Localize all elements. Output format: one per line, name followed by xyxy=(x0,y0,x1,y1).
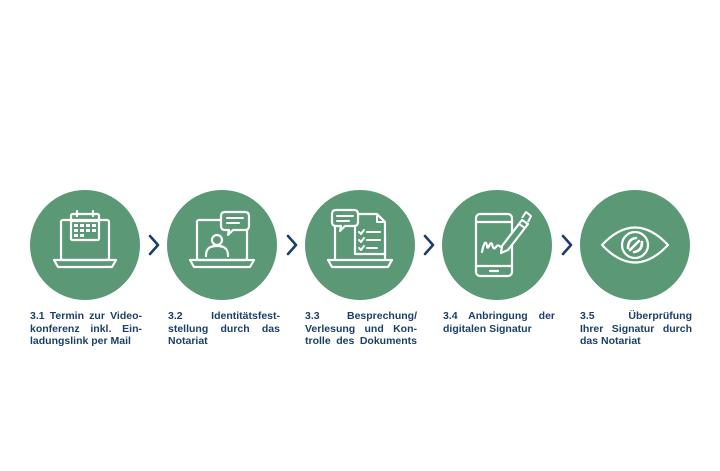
step-1-label-line: konferenz inkl. Ein- xyxy=(30,322,142,335)
step-3-label-line: Verlesung und Kon- xyxy=(305,322,417,335)
step-2-label-line: stellung durch das xyxy=(168,322,280,335)
step-3-label-line: 3.3 Besprechung/ xyxy=(305,310,417,322)
step-5-label-line: das Notariat xyxy=(580,335,641,347)
step-2-label: 3.2 Identitätsfest- stellung durch das N… xyxy=(168,310,280,348)
chevron-right-icon xyxy=(286,234,298,256)
step-3-circle xyxy=(305,190,415,300)
chevron-right-icon xyxy=(148,234,160,256)
step-3-label: 3.3 Besprechung/ Verlesung und Kon- trol… xyxy=(305,310,417,348)
chevron-right-icon xyxy=(423,234,435,256)
step-4-label-line: digitalen Signatur xyxy=(443,322,532,335)
step-1-label-line: ladungslink per Mail xyxy=(30,335,131,347)
step-5-label-line: Ihrer Signatur durch xyxy=(580,322,692,335)
step-5-circle xyxy=(580,190,690,300)
step-2-label-line: 3.2 Identitätsfest- xyxy=(168,310,280,322)
smartphone-signature-icon xyxy=(474,211,532,278)
step-4-label: 3.4 Anbringung der digitalen Signatur xyxy=(443,310,555,335)
step-5-label-line: 3.5 Überprüfung xyxy=(580,310,692,322)
chevron-right-icon xyxy=(561,234,573,256)
step-1-label: 3.1 Termin zur Video- konferenz inkl. Ei… xyxy=(30,310,142,348)
step-1-label-line: 3.1 Termin zur Video- xyxy=(30,310,142,322)
step-4-circle xyxy=(442,190,552,300)
document-review-laptop-icon xyxy=(326,208,394,269)
calendar-laptop-icon xyxy=(52,209,118,269)
step-2-circle xyxy=(167,190,277,300)
step-5-label: 3.5 Überprüfung Ihrer Signatur durch das… xyxy=(580,310,692,348)
step-2-label-line: Notariat xyxy=(168,335,208,347)
step-3-label-line: trolle des Dokuments xyxy=(305,335,417,347)
video-call-laptop-icon xyxy=(188,210,256,269)
step-1-circle xyxy=(30,190,140,300)
step-4-label-line: 3.4 Anbringung der xyxy=(443,310,555,322)
eye-check-icon xyxy=(600,226,670,264)
